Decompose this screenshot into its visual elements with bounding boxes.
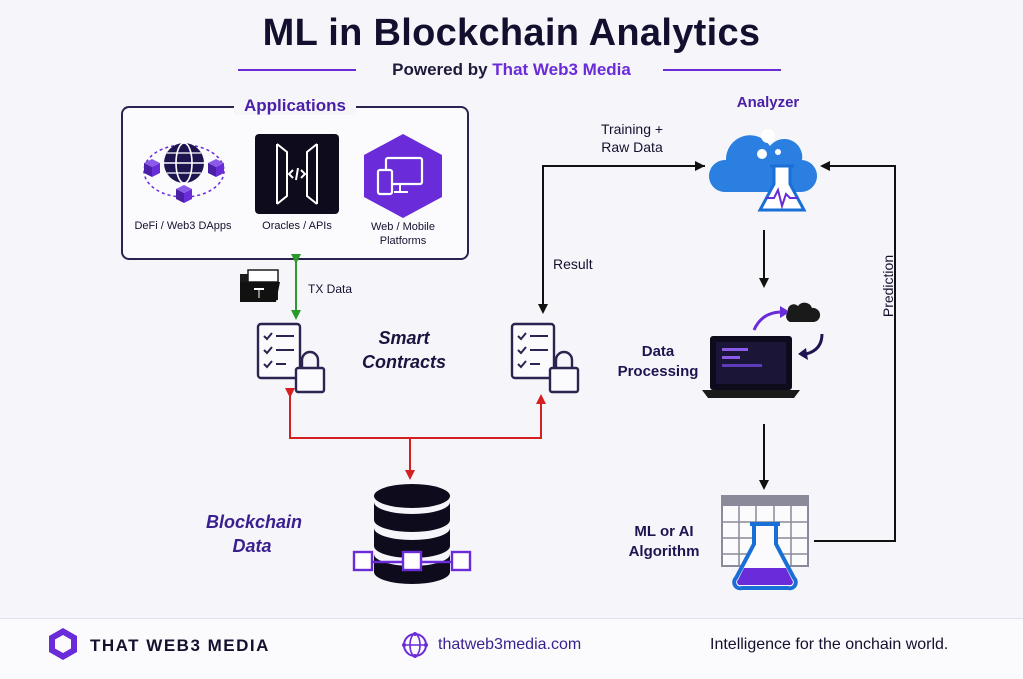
footer-brand: THAT WEB3 MEDIA <box>90 636 270 655</box>
ml-algorithm-label: ML or AI Algorithm <box>628 523 700 560</box>
cloud-flask-icon <box>708 129 818 212</box>
globe-network-icon <box>402 632 428 658</box>
title-divider-left <box>238 69 356 71</box>
footer-url-link[interactable]: thatweb3media.com <box>438 636 582 653</box>
blockchain-data-label: Blockchain Data <box>206 512 303 556</box>
applications-title-wrap: Applications <box>121 96 469 116</box>
folder-icon <box>240 269 280 302</box>
result-arrow <box>538 165 705 314</box>
app-label-oracles: Oracles / APIs <box>262 220 332 232</box>
footer-tagline: Intelligence for the onchain world. <box>710 636 949 653</box>
app-label-web-mobile: Web / Mobile Platforms <box>371 221 435 247</box>
data-processing-label: Data Processing <box>617 343 699 380</box>
hexagon-logo-icon <box>49 628 77 660</box>
analyzer-label: Analyzer <box>736 94 800 111</box>
grid-flask-icon <box>721 495 809 591</box>
prediction-label: Prediction <box>880 254 896 318</box>
smart-contracts-label: Smart Contracts <box>361 328 446 372</box>
prediction-arrow <box>814 161 896 542</box>
training-data-label: Training + Raw Data <box>600 121 664 155</box>
diagram-subtitle: Powered by That Web3 Media <box>0 60 1023 80</box>
title-divider-right <box>663 69 781 71</box>
contract-link-arrow <box>285 388 546 439</box>
network-cubes-icon <box>143 142 225 203</box>
laptop-cloud-icon <box>702 302 824 398</box>
devices-icon <box>364 134 442 218</box>
tx-data-label: TX Data <box>308 282 353 296</box>
code-gate-icon <box>255 134 339 214</box>
applications-title: Applications <box>233 96 356 115</box>
subtitle-brand: That Web3 Media <box>492 60 631 79</box>
app-label-defi: DeFi / Web3 DApps <box>134 220 232 232</box>
contract-lock-icon-right <box>510 322 580 394</box>
contract-lock-icon-left <box>256 322 326 394</box>
diagram-title: ML in Blockchain Analytics <box>262 12 761 54</box>
result-label: Result <box>553 256 593 272</box>
database-icon <box>352 484 472 584</box>
footer-bar <box>0 618 1023 679</box>
subtitle-prefix: Powered by <box>392 60 488 79</box>
